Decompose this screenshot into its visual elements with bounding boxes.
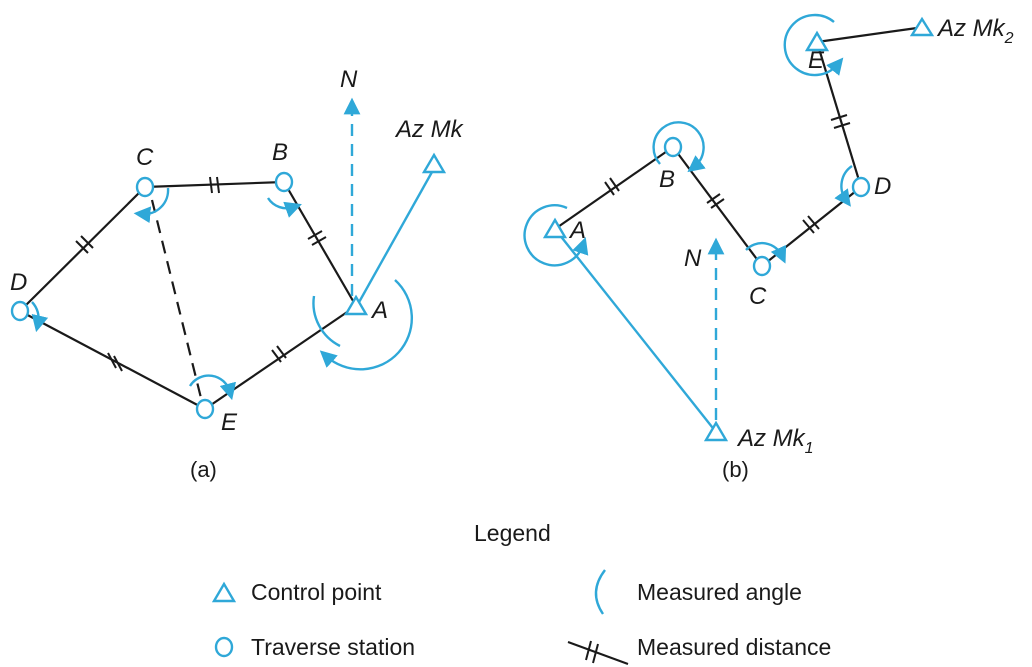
leg-c-to-d (19, 186, 146, 312)
legend: Legend Control point Traverse station Me… (211, 520, 831, 665)
legend-measured-distance-icon (567, 640, 629, 665)
legend-measured-distance-label: Measured distance (637, 634, 831, 660)
diagram-a: N Az Mk A B C D E (a) (10, 66, 465, 482)
azimuth-mark-1-label: Az Mk1 (736, 425, 814, 457)
north-label-a: N (340, 66, 358, 93)
station-label-a-e: E (221, 409, 238, 436)
traverse-station-c (135, 176, 155, 198)
traverse-station-b (274, 171, 294, 193)
azimuth-mark-1-triangle (703, 420, 729, 442)
legend-control-point-icon (211, 581, 237, 603)
station-label-b-e: E (808, 47, 825, 74)
distance-ticks-a (75, 176, 327, 372)
legend-traverse-station-icon (214, 636, 234, 658)
station-label-b-a: A (568, 217, 586, 244)
station-label-a-d: D (10, 269, 27, 296)
station-label-a-c: C (136, 144, 154, 171)
angle-arcs-b (523, 13, 853, 267)
azimuth-mark-2-triangle (909, 16, 935, 37)
diagram-b: N A B C D E Az Mk1 Az Mk2 (b) (523, 13, 1014, 482)
azimuth-mark-triangle-a (421, 152, 447, 174)
leg-b-to-c (144, 180, 285, 189)
leg-e-to-a (204, 305, 357, 410)
legend-measured-angle-icon (594, 569, 606, 615)
legend-title: Legend (474, 520, 551, 546)
control-point-b-station-a (542, 217, 568, 239)
station-label-b-b: B (659, 166, 675, 193)
azimuth-mark-label-a: Az Mk (394, 116, 465, 143)
traverse-station-e (195, 398, 215, 420)
traverse-station-d (10, 300, 30, 322)
leg-a-to-b (283, 181, 357, 307)
leg-b-e-to-azmk2 (816, 26, 918, 44)
azimuth-mark-2-label: Az Mk2 (936, 15, 1014, 47)
north-label-b: N (684, 245, 702, 272)
legend-measured-angle-label: Measured angle (637, 579, 802, 605)
leg-b-a-to-azmk1 (554, 228, 717, 433)
traverse-station-b-b (663, 136, 683, 158)
station-label-b-c: C (749, 283, 767, 310)
legend-control-point-label: Control point (251, 579, 382, 605)
azimuth-line-a (356, 171, 434, 305)
dashed-check-line-c-e (150, 199, 203, 399)
caption-a: (a) (190, 457, 217, 482)
leg-b-d-to-e (815, 41, 863, 188)
legend-traverse-station-label: Traverse station (251, 634, 415, 660)
traverse-station-b-c (752, 255, 772, 277)
station-label-b-d: D (874, 173, 891, 200)
station-label-a-a: A (370, 297, 388, 324)
leg-b-a-to-b (554, 146, 674, 230)
traverse-station-b-d (851, 176, 871, 198)
caption-b: (b) (722, 457, 749, 482)
control-point-b-station-e (804, 30, 830, 52)
station-label-a-b: B (272, 139, 288, 166)
control-point-a-station-a (343, 294, 369, 316)
angle-arcs-a (31, 187, 413, 401)
distance-ticks-b (604, 114, 851, 234)
